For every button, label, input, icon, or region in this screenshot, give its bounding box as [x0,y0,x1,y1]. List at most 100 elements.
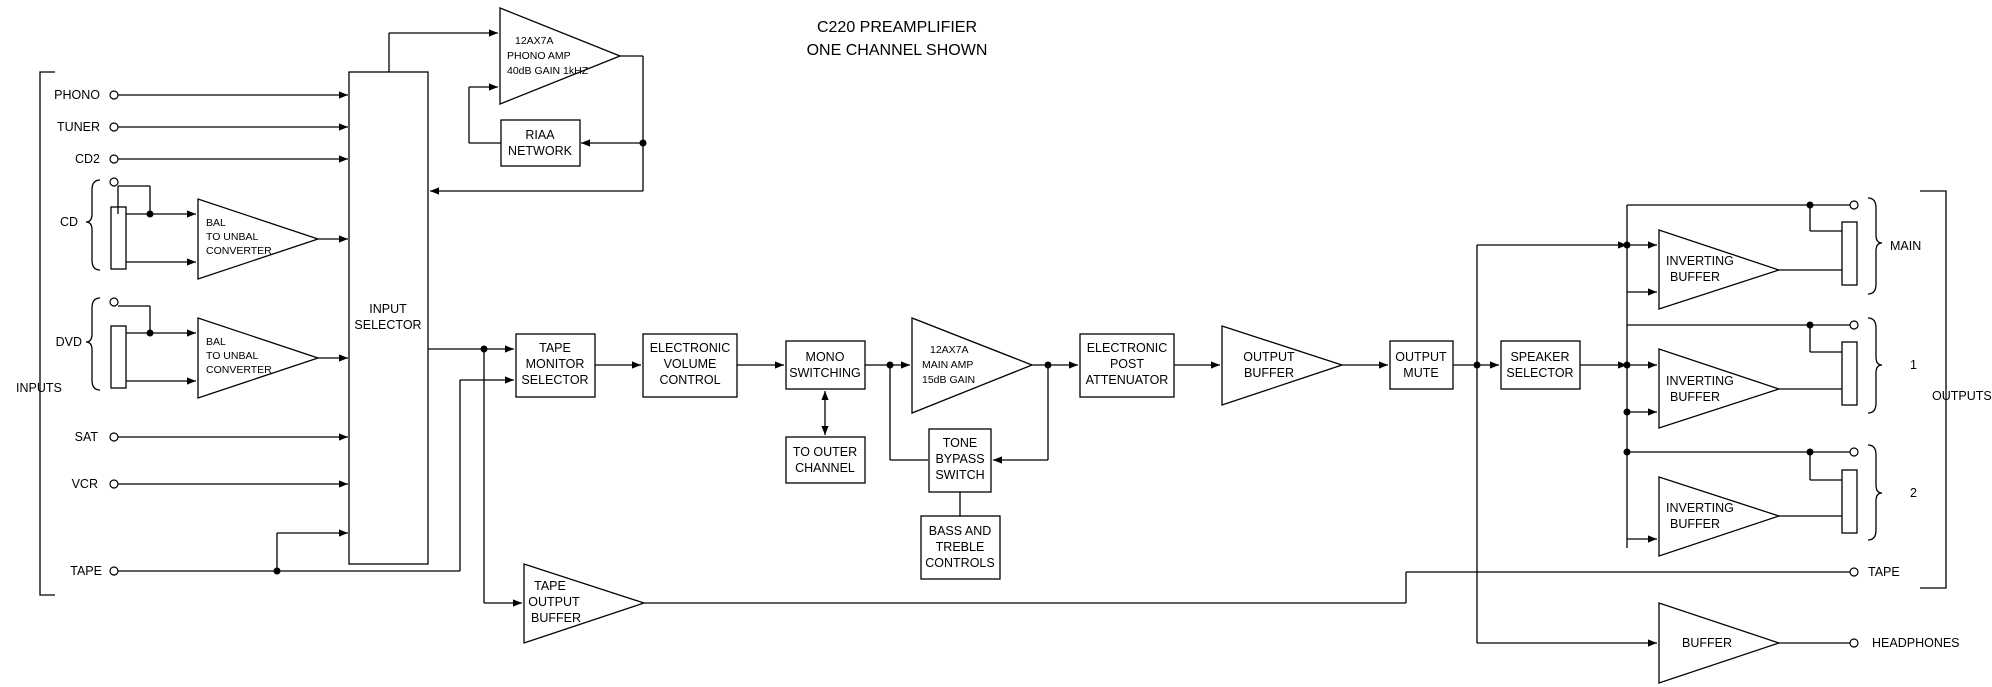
inputs-label: INPUTS [16,381,62,395]
svg-text:SPEAKER: SPEAKER [1510,350,1569,364]
svg-text:12AX7A: 12AX7A [930,344,969,356]
svg-text:15dB GAIN: 15dB GAIN [922,374,975,386]
svg-text:CHANNEL: CHANNEL [795,461,855,475]
cd-jack-top [109,177,119,187]
svg-text:BUFFER: BUFFER [1670,390,1720,404]
main-amp [911,317,1034,414]
input-jack-sat [109,432,119,442]
svg-text:ELECTRONIC: ELECTRONIC [650,341,731,355]
svg-text:TO OUTER: TO OUTER [793,445,857,459]
svg-text:BUFFER: BUFFER [1682,636,1732,650]
outputs-label: OUTPUTS [1932,389,1992,403]
tape-output-jack [1849,567,1859,577]
svg-text:SWITCHING: SWITCHING [789,366,861,380]
input-jack-vcr [109,479,119,489]
riaa-network-block [500,119,581,167]
output1-brace [1867,317,1883,414]
svg-text:BASS AND: BASS AND [929,524,992,538]
input-jack-cd2 [109,154,119,164]
svg-text:CONTROL: CONTROL [659,373,720,387]
input-label-cd2: CD2 [75,152,100,166]
tape-monitor-selector-block [515,333,596,398]
post-attenuator-block [1079,333,1175,398]
dvd-xlr-connector [110,325,127,389]
phono-amp [499,7,622,105]
tone-bypass-switch-block [928,428,992,493]
svg-text:TAPE: TAPE [539,341,571,355]
output-label-tape: TAPE [1868,565,1900,579]
headphone-buffer [1658,602,1782,684]
svg-text:SWITCH: SWITCH [935,468,984,482]
input-label-vcr: VCR [72,477,98,491]
svg-text:RIAA: RIAA [525,128,555,142]
output1-inverting-buffer [1658,348,1782,429]
svg-text:MAIN AMP: MAIN AMP [922,359,973,371]
diagram-subtitle: ONE CHANNEL SHOWN [807,42,988,59]
svg-text:SELECTOR: SELECTOR [521,373,588,387]
input-label-cd: CD [60,215,78,229]
output2-brace [1867,444,1883,541]
svg-text:INVERTING: INVERTING [1666,254,1734,268]
svg-text:BUFFER: BUFFER [1670,270,1720,284]
svg-text:CONVERTER: CONVERTER [206,364,272,376]
diagram-title: C220 PREAMPLIFIER [817,19,977,36]
output-buffer [1221,325,1345,406]
svg-text:BYPASS: BYPASS [935,452,984,466]
input-label-sat: SAT [75,430,99,444]
svg-text:ATTENUATOR: ATTENUATOR [1086,373,1169,387]
svg-text:BUFFER: BUFFER [1670,517,1720,531]
svg-text:CONTROLS: CONTROLS [925,556,994,570]
svg-text:SELECTOR: SELECTOR [1506,366,1573,380]
mono-switching-block [785,340,866,390]
svg-text:TO UNBAL: TO UNBAL [206,350,258,362]
svg-text:BAL: BAL [206,336,226,348]
dvd-jack-top [109,297,119,307]
svg-text:TO UNBAL: TO UNBAL [206,231,258,243]
svg-text:INVERTING: INVERTING [1666,501,1734,515]
svg-text:TAPE: TAPE [534,579,566,593]
output-label-main: MAIN [1890,239,1921,253]
inputs-bracket [39,71,55,596]
headphones-output-jack [1849,638,1859,648]
volume-control-block [642,333,738,398]
svg-text:PHONO AMP: PHONO AMP [507,50,571,62]
output-label-1: 1 [1910,358,1917,372]
tape-output-buffer [523,563,647,644]
dvd-bal-to-unbal-converter [197,317,321,399]
svg-text:SELECTOR: SELECTOR [354,318,421,332]
input-label-tuner: TUNER [57,120,100,134]
output-label-2: 2 [1910,486,1917,500]
cd-xlr-connector [110,206,127,270]
svg-text:40dB GAIN 1kHZ: 40dB GAIN 1kHZ [507,65,589,77]
input-label-dvd: DVD [56,335,82,349]
svg-text:ELECTRONIC: ELECTRONIC [1087,341,1168,355]
svg-text:OUTPUT: OUTPUT [1395,350,1447,364]
to-outer-channel-block [785,436,866,484]
output2-jack [1849,447,1859,457]
svg-text:BUFFER: BUFFER [1244,366,1294,380]
main-inverting-buffer [1658,229,1782,310]
input-jack-tuner [109,122,119,132]
output1-jack [1849,320,1859,330]
output-label-headphones: HEADPHONES [1872,636,1960,650]
svg-text:12AX7A: 12AX7A [515,35,554,47]
output2-inverting-buffer [1658,476,1782,557]
svg-text:TREBLE: TREBLE [936,540,985,554]
dvd-brace [85,297,101,391]
svg-text:OUTPUT: OUTPUT [528,595,580,609]
svg-text:MUTE: MUTE [1403,366,1438,380]
svg-text:INVERTING: INVERTING [1666,374,1734,388]
svg-text:TONE: TONE [943,436,978,450]
outputs-bracket [1920,190,1947,589]
svg-text:NETWORK: NETWORK [508,144,573,158]
svg-text:BAL: BAL [206,217,226,229]
output1-connector [1841,341,1858,406]
input-jack-phono [109,90,119,100]
main-output-jack [1849,200,1859,210]
svg-text:VOLUME: VOLUME [664,357,717,371]
cd-bal-to-unbal-converter [197,198,321,280]
speaker-selector-block [1500,340,1581,390]
svg-text:INPUT: INPUT [369,302,407,316]
svg-text:BUFFER: BUFFER [531,611,581,625]
